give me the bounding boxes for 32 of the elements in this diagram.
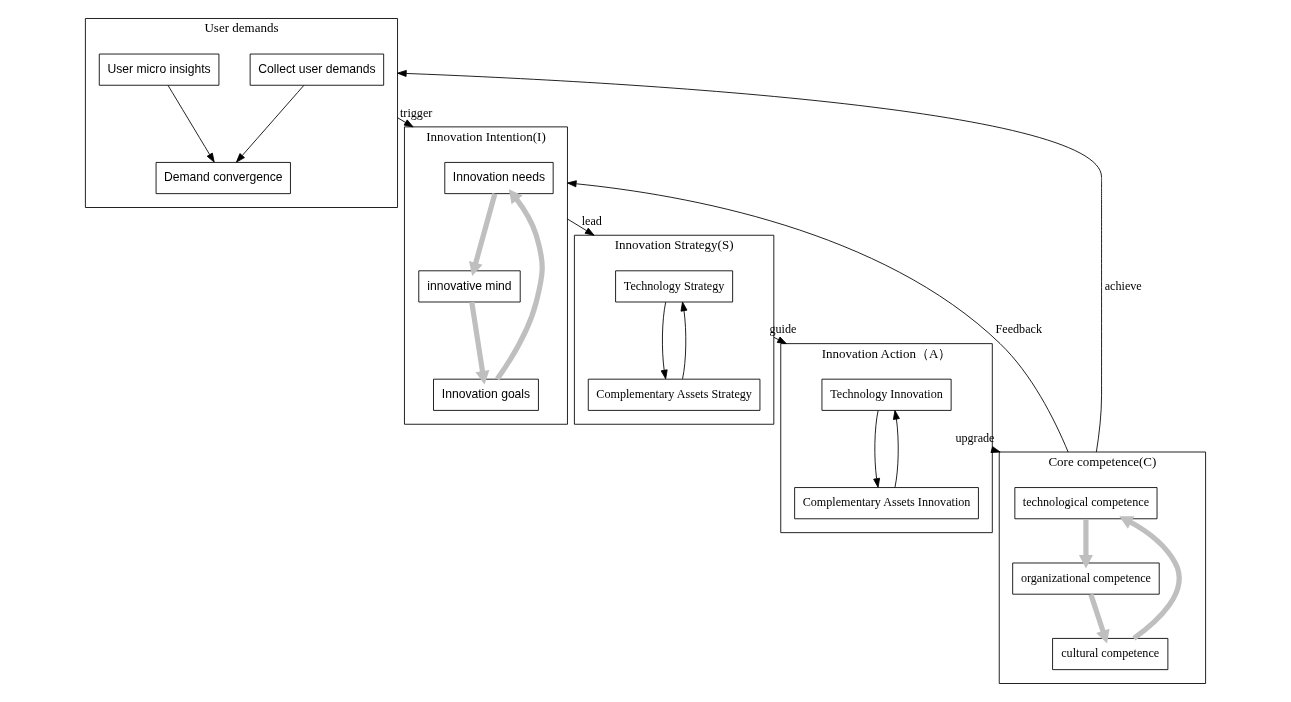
arrow [1078, 518, 1093, 569]
node-box: organizational competence [1012, 562, 1160, 595]
node-box: Technology Innovation [821, 378, 952, 411]
node-box: Complementary Assets Innovation [794, 487, 979, 520]
arrow [680, 301, 688, 380]
arrow [397, 117, 414, 128]
node-box: Innovation needs [444, 162, 554, 195]
arrow [495, 189, 545, 381]
edge-label: trigger [400, 105, 433, 120]
node-box: User micro insights [98, 53, 220, 86]
arrow [469, 301, 490, 385]
node-box: innovative mind [418, 270, 521, 303]
node-box: Demand convergence [155, 162, 291, 195]
arrow [893, 410, 900, 488]
arrow [567, 218, 595, 236]
edge-label: Feedback [995, 322, 1042, 337]
node-box: cultural competence [1052, 638, 1169, 671]
node-box: Complementary Assets Strategy [587, 378, 761, 411]
arrow [773, 336, 787, 345]
edge-label: achieve [1104, 278, 1142, 293]
node-box: Collect user demands [249, 53, 385, 86]
arrow [660, 301, 668, 380]
arrow [468, 193, 498, 276]
arrow [873, 410, 881, 488]
arrow [236, 84, 305, 163]
arrow [1088, 593, 1110, 644]
arrow [1119, 516, 1182, 641]
node-box: technological competence [1014, 487, 1158, 520]
edge-label: lead [581, 214, 602, 229]
node-box: Technology Strategy [615, 270, 734, 303]
arrow [167, 84, 215, 163]
node-box: Innovation goals [433, 378, 539, 411]
